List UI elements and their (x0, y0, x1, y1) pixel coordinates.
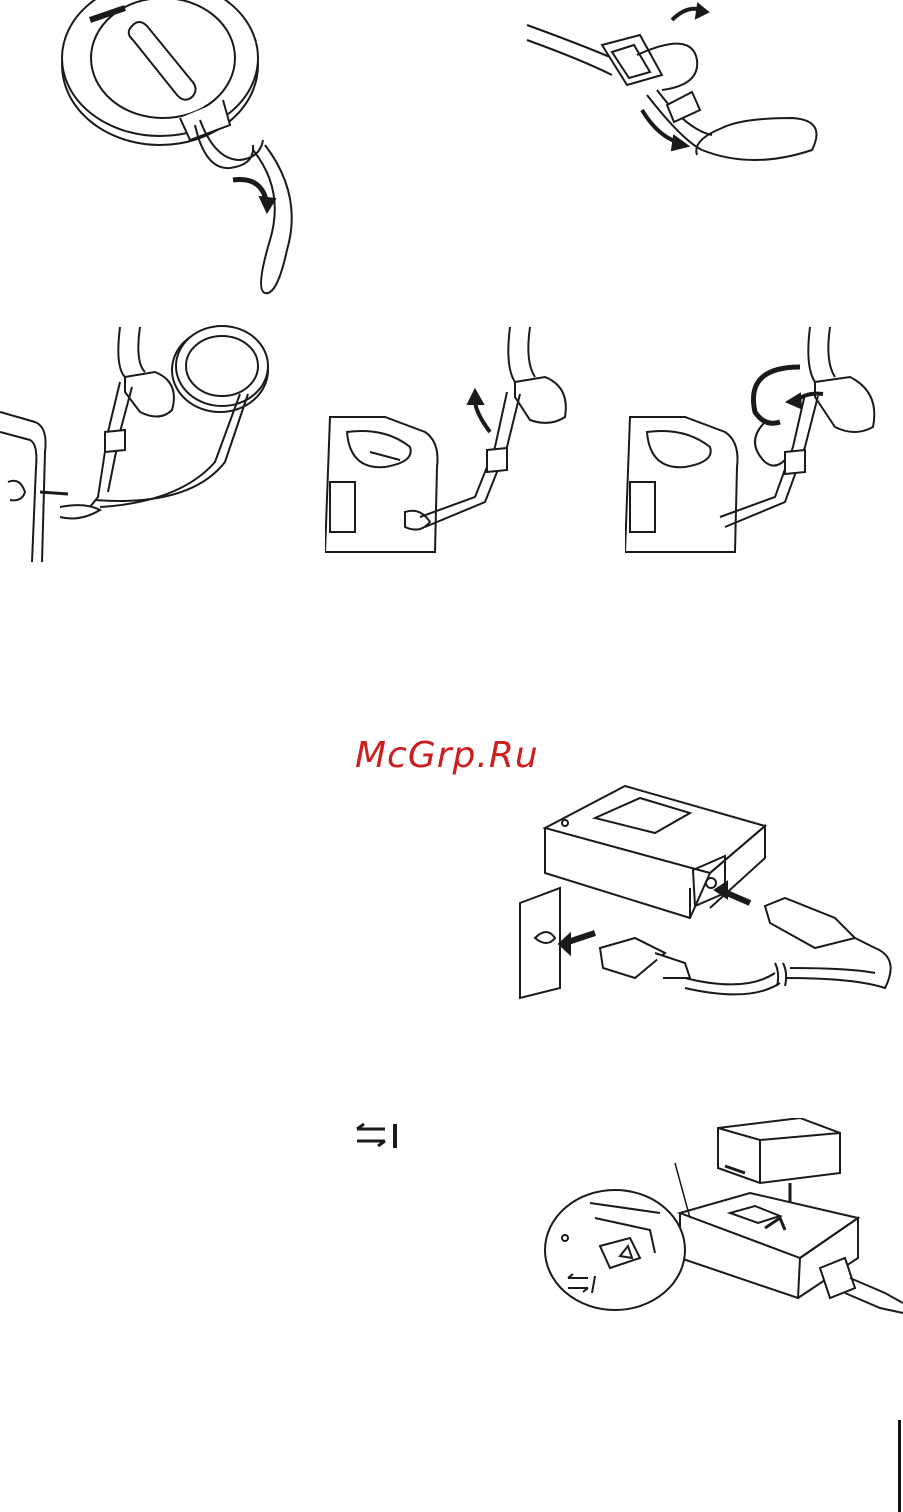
strap-buckle-illustration (522, 0, 832, 180)
lens-cap-cord-illustration (55, 0, 325, 305)
strap-step-1-illustration (0, 322, 280, 567)
watermark-text: McGrp.Ru (355, 735, 539, 776)
charger-connect-illustration (515, 778, 895, 1000)
battery-insert-illustration (540, 1118, 903, 1316)
charge-indicator-icon (353, 1120, 399, 1150)
strap-step-2-illustration (325, 322, 590, 567)
strap-step-3-illustration (625, 322, 903, 567)
page-edge-rule (898, 1420, 901, 1512)
